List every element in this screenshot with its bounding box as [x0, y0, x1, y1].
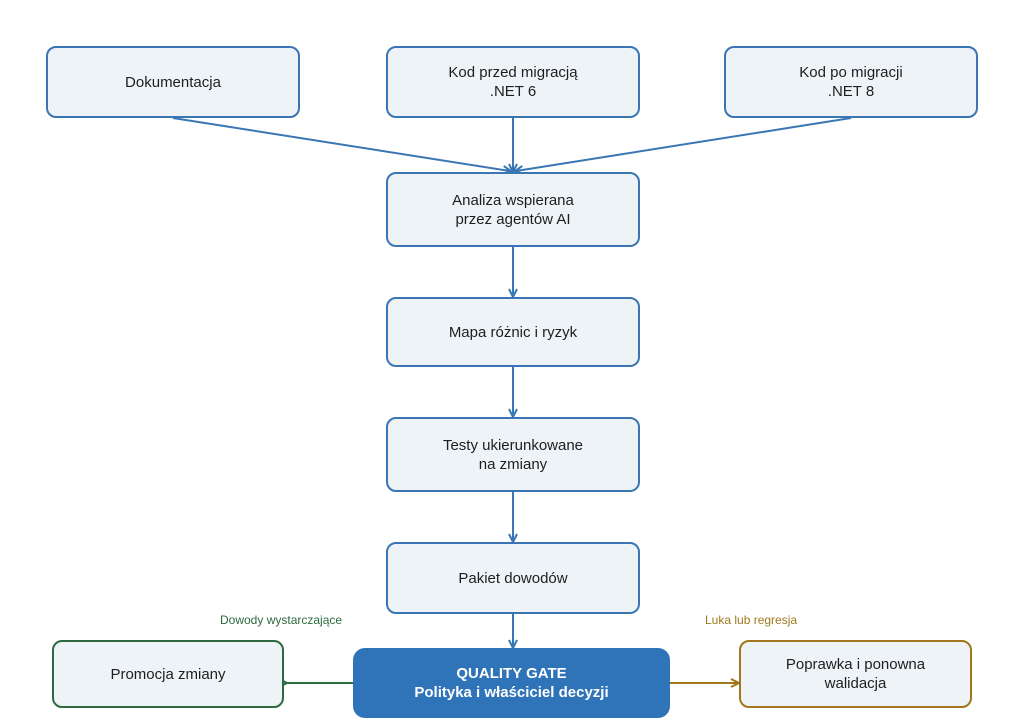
node-code-after-migration: Kod po migracji .NET 8 [724, 46, 978, 118]
node-documentation-label: Dokumentacja [125, 73, 221, 91]
node-change-promotion-label: Promocja zmiany [110, 665, 226, 683]
node-ai-analysis-label: Analiza wspierana przez agentów AI [452, 191, 574, 228]
node-quality-gate: QUALITY GATE Polityka i właściciel decyz… [353, 648, 670, 718]
quality-gate-title: QUALITY GATE [456, 665, 567, 682]
quality-gate-subtitle: Polityka i właściciel decyzji [414, 684, 609, 701]
arrow-net8-to-ai [516, 117, 852, 171]
node-fix-and-revalidate: Poprawka i ponowna walidacja [739, 640, 972, 708]
edge-label-sufficient-evidence: Dowody wystarczające [220, 613, 343, 627]
node-evidence-pack-label: Pakiet dowodów [458, 569, 568, 587]
edge-label-gap-or-regression: Luka lub regresja [705, 613, 798, 627]
node-evidence-pack: Pakiet dowodów [386, 542, 640, 614]
node-targeted-tests-label: Testy ukierunkowane na zmiany [442, 436, 584, 473]
node-documentation: Dokumentacja [46, 46, 300, 118]
node-fix-and-revalidate-label: Poprawka i ponowna walidacja [785, 656, 926, 692]
arrow-docs-to-ai [172, 117, 510, 171]
node-code-after-label: Kod po migracji .NET 8 [799, 64, 903, 100]
node-targeted-tests: Testy ukierunkowane na zmiany [386, 417, 640, 492]
node-code-before-label: Kod przed migracją .NET 6 [448, 64, 578, 100]
node-diff-risk-map: Mapa różnic i ryzyk [386, 297, 640, 367]
node-code-before-migration: Kod przed migracją .NET 6 [386, 46, 640, 118]
node-change-promotion: Promocja zmiany [52, 640, 284, 708]
node-ai-analysis: Analiza wspierana przez agentów AI [386, 172, 640, 247]
node-diff-risk-map-label: Mapa różnic i ryzyk [448, 323, 578, 341]
